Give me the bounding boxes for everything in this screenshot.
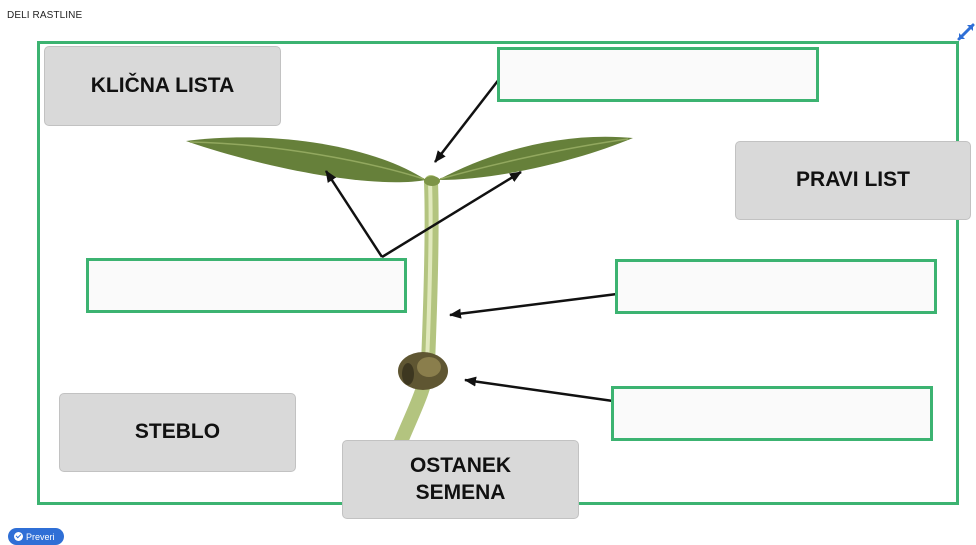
- check-button-label: Preveri: [26, 531, 55, 542]
- drop-zone-right-middle[interactable]: [615, 259, 937, 314]
- arrow-to-top-box: [434, 77, 501, 163]
- label-text: PRAVI LIST: [796, 168, 910, 192]
- label-steblo[interactable]: STEBLO: [59, 393, 296, 472]
- check-button[interactable]: Preveri: [8, 528, 64, 545]
- drop-zone-right-bottom[interactable]: [611, 386, 933, 441]
- label-ostanek-semena[interactable]: OSTANEK SEMENA: [342, 440, 579, 519]
- right-leaf: [438, 136, 633, 180]
- arrow-to-right-leaf: [381, 170, 522, 259]
- arrow-to-left-leaf: [324, 170, 384, 258]
- label-text: STEBLO: [134, 420, 221, 444]
- seedling-illustration: [186, 77, 633, 451]
- page-title: DELI RASTLINE: [7, 10, 83, 21]
- arrow-to-stem: [449, 292, 618, 319]
- label-text: KLIČNA LISTA: [90, 73, 235, 97]
- left-leaf: [186, 137, 426, 183]
- label-pravi-list[interactable]: PRAVI LIST: [735, 141, 971, 220]
- drop-zone-left-middle[interactable]: [86, 258, 407, 313]
- expand-arrows-icon[interactable]: [956, 22, 976, 42]
- label-klicna-lista[interactable]: KLIČNA LISTA: [44, 46, 281, 126]
- label-text-line1: OSTANEK: [409, 454, 512, 478]
- label-text-line2: SEMENA: [415, 480, 506, 504]
- drop-zone-top[interactable]: [497, 47, 819, 102]
- check-circle-icon: [14, 532, 23, 541]
- arrow-to-seed: [464, 376, 614, 403]
